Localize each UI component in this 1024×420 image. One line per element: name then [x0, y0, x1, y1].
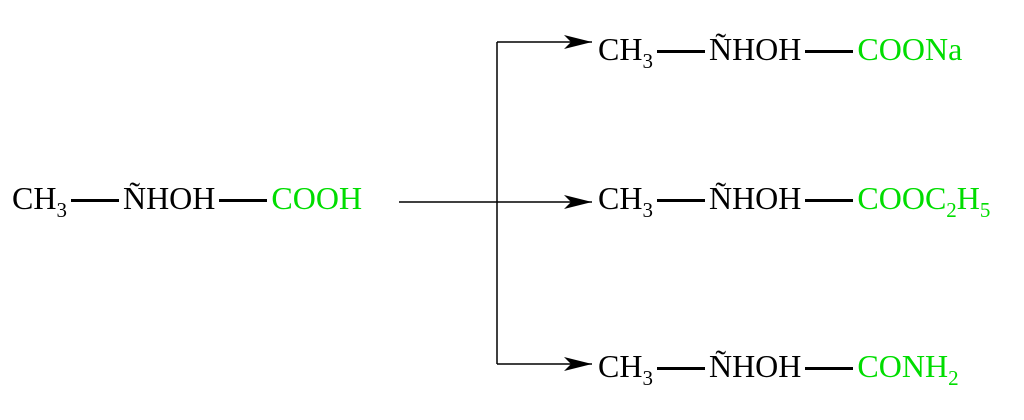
bond-line: [805, 49, 854, 54]
methyl-subscript: 3: [642, 366, 653, 390]
middle-group: ÑHOH: [708, 180, 802, 216]
methyl-text: CH: [598, 180, 643, 216]
group-text: COONa: [857, 31, 963, 67]
methyl-group: CH3: [12, 180, 67, 221]
carboxyl-group: COOH: [271, 180, 363, 216]
bond-line: [656, 366, 705, 371]
bond-line: [219, 198, 268, 203]
methyl-subscript: 3: [642, 49, 653, 73]
product-formula-3: CH3 ÑHOH CONH2: [598, 348, 959, 389]
group-subscript: 5: [979, 198, 991, 222]
amide-group: CONH2: [857, 348, 958, 389]
middle-group: ÑHOH: [708, 31, 802, 67]
product-formula-1: CH3 ÑHOH COONa: [598, 31, 962, 72]
methyl-text: CH: [598, 348, 643, 384]
methyl-subscript: 3: [642, 198, 653, 222]
methyl-group: CH3: [598, 348, 653, 389]
bond-line: [805, 198, 854, 203]
bond-line: [656, 49, 705, 54]
bond-line: [656, 198, 705, 203]
product-formula-2: CH3 ÑHOH COOC2H5: [598, 180, 990, 221]
group-text: COOC: [857, 180, 947, 216]
methyl-group: CH3: [598, 180, 653, 221]
bond-line: [70, 198, 119, 203]
middle-group: ÑHOH: [122, 180, 216, 216]
group-text: CONH: [857, 348, 949, 384]
group-subscript: 2: [946, 198, 957, 222]
bond-line: [805, 366, 854, 371]
methyl-text: CH: [12, 180, 57, 216]
middle-group: ÑHOH: [708, 348, 802, 384]
group-subscript: 2: [948, 366, 959, 390]
group-text: H: [956, 180, 980, 216]
methyl-group: CH3: [598, 31, 653, 72]
methyl-text: CH: [598, 31, 643, 67]
sodium-salt-group: COONa: [857, 33, 962, 65]
methyl-subscript: 3: [56, 198, 67, 222]
reactant-formula: CH3 ÑHOH COOH: [12, 180, 363, 221]
ethyl-ester-group: COOC2H5: [857, 180, 990, 221]
